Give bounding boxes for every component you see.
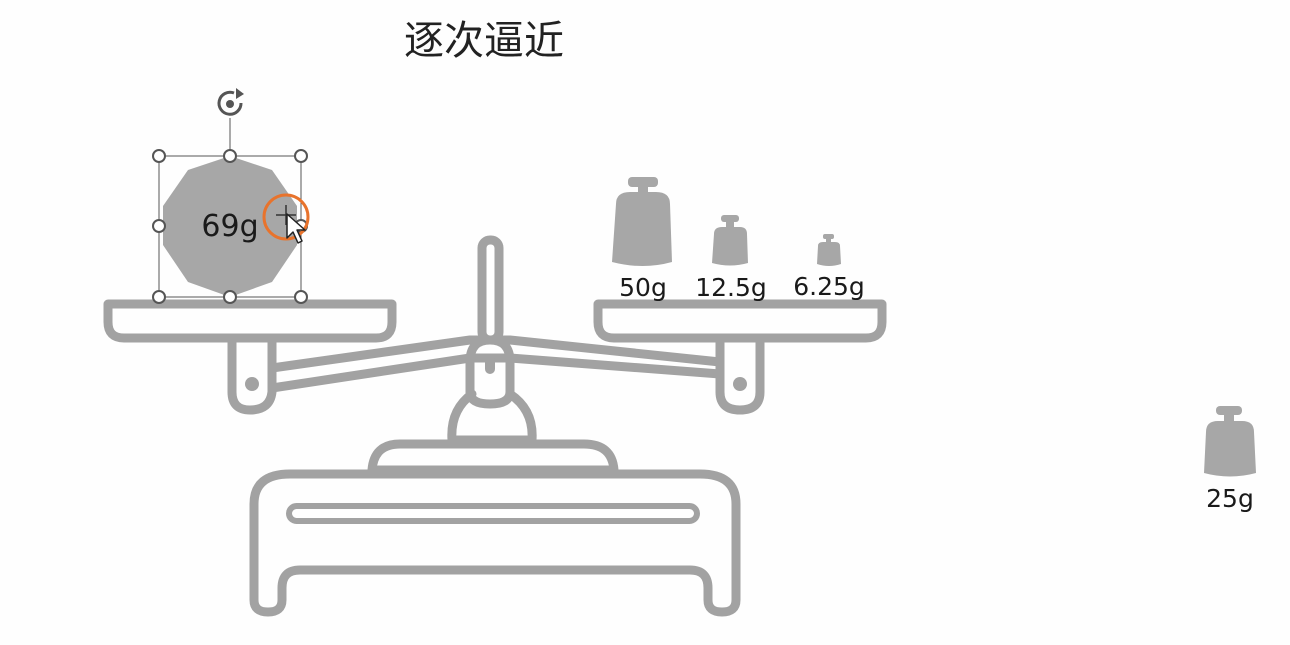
resize-handle-bottom-left[interactable] bbox=[153, 291, 165, 303]
resize-handle-left[interactable] bbox=[153, 220, 165, 232]
left-hinge-pin bbox=[245, 377, 259, 391]
weight-6-25g-label: 6.25g bbox=[793, 272, 865, 301]
rotate-handle-icon[interactable] bbox=[219, 88, 244, 114]
right-hinge-pin bbox=[733, 377, 747, 391]
weight-25g[interactable] bbox=[1204, 406, 1256, 477]
weight-6-25g[interactable] bbox=[817, 234, 841, 266]
weight-12-5g-label: 12.5g bbox=[695, 273, 767, 302]
resize-handle-top-right[interactable] bbox=[295, 150, 307, 162]
left-pan-hanger bbox=[232, 338, 272, 410]
object-69g[interactable]: 69g bbox=[163, 156, 297, 297]
slide-title: 逐次逼近 bbox=[404, 18, 564, 64]
weight-50g-label: 50g bbox=[619, 273, 667, 302]
weight-12-5g[interactable] bbox=[712, 215, 748, 266]
weight-50g[interactable] bbox=[612, 177, 672, 266]
resize-handle-bottom-right[interactable] bbox=[295, 291, 307, 303]
pointer-needle bbox=[482, 240, 499, 340]
right-pan bbox=[598, 304, 882, 338]
resize-handle-top-left[interactable] bbox=[153, 150, 165, 162]
beam bbox=[272, 340, 720, 388]
resize-handle-top[interactable] bbox=[224, 150, 236, 162]
right-pan-hanger bbox=[720, 338, 760, 410]
base-slot bbox=[289, 506, 697, 521]
resize-handle-bottom[interactable] bbox=[224, 291, 236, 303]
left-pan bbox=[108, 304, 392, 338]
object-weight-label: 69g bbox=[201, 209, 258, 244]
base bbox=[254, 474, 736, 612]
platform bbox=[372, 444, 614, 470]
pivot-pin bbox=[485, 356, 495, 374]
weight-25g-label: 25g bbox=[1206, 484, 1254, 513]
